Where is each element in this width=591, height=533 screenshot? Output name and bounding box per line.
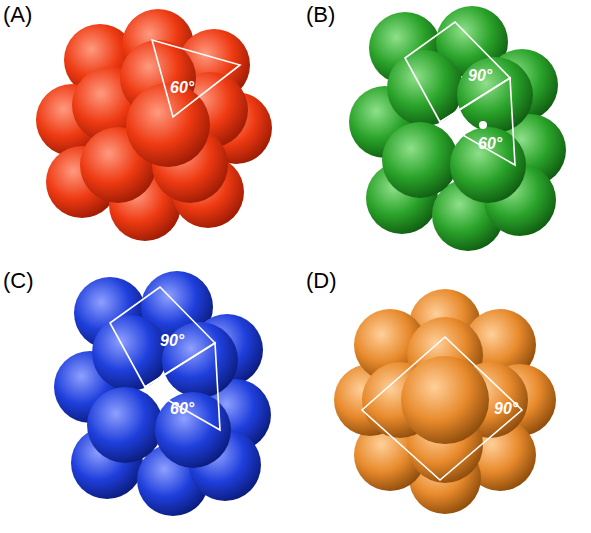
sphere-cluster bbox=[334, 289, 556, 514]
sphere-cluster bbox=[36, 9, 272, 241]
angle-label: 90° bbox=[494, 401, 518, 417]
angle-label: 60° bbox=[170, 80, 194, 96]
sphere bbox=[382, 122, 458, 198]
angle-outline bbox=[152, 40, 240, 117]
panel-label: (D) bbox=[306, 270, 337, 292]
angle-label: 60° bbox=[170, 401, 194, 417]
panel-label: (B) bbox=[306, 4, 335, 26]
sphere bbox=[457, 57, 533, 133]
center-dot bbox=[479, 121, 487, 129]
sphere bbox=[126, 83, 210, 167]
angle-outline bbox=[405, 22, 510, 122]
angle-label: 60° bbox=[478, 136, 502, 152]
panel-label: (A) bbox=[3, 4, 32, 26]
angle-outline bbox=[440, 78, 515, 165]
sphere bbox=[87, 387, 163, 463]
angle-label: 90° bbox=[160, 333, 184, 349]
panel-label: (C) bbox=[3, 270, 34, 292]
sphere-cluster bbox=[349, 6, 566, 251]
angle-outline bbox=[145, 343, 220, 430]
angle-outline bbox=[110, 287, 215, 387]
angle-outline bbox=[362, 337, 522, 480]
angle-label: 90° bbox=[468, 68, 492, 84]
sphere-cluster bbox=[54, 271, 271, 516]
sphere bbox=[401, 356, 489, 444]
